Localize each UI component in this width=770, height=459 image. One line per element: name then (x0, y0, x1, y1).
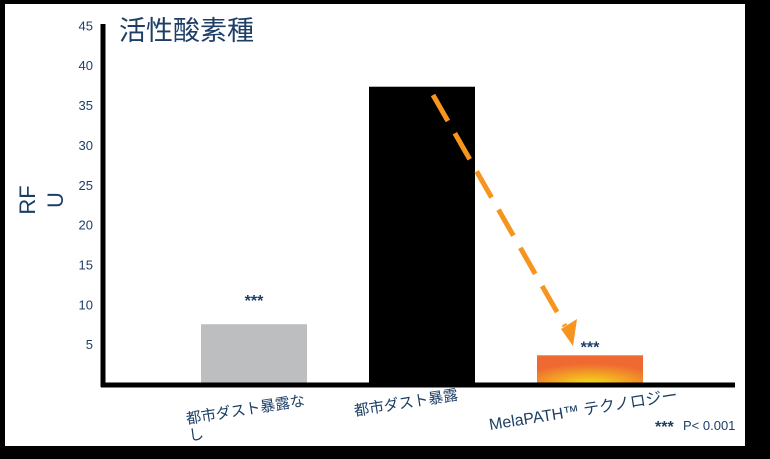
footnote: P< 0.001 (683, 418, 735, 433)
y-axis-label-line1: RF (15, 185, 40, 214)
y-tick-label: 45 (79, 18, 93, 33)
y-tick-label: 10 (79, 297, 93, 312)
x-tick-label-line: 都市ダスト暴露な (185, 392, 306, 428)
bar-chart: 活性酸素種 RF U 5 10 15 20 25 30 35 40 45 *** *** 都市ダス… (15, 16, 735, 445)
y-tick-label: 40 (79, 58, 93, 73)
footnote-marker: *** (655, 419, 674, 436)
y-tick-label: 20 (79, 218, 93, 233)
significance-label: *** (581, 339, 600, 356)
y-axis-label-line2: U (43, 192, 68, 208)
bar (201, 324, 307, 384)
x-tick-label-line: し (188, 426, 205, 445)
significance-label: *** (245, 293, 264, 310)
x-tick-label: 都市ダスト暴露 (353, 387, 459, 420)
chart-title: 活性酸素種 (119, 16, 254, 46)
y-tick-label: 35 (79, 98, 93, 113)
x-tick-label: MelaPATH™ テクノロジー (488, 386, 679, 434)
arrow-head (561, 319, 577, 346)
x-tick-label-line: 都市ダスト暴露 (353, 387, 459, 420)
x-tick-label-line: MelaPATH™ テクノロジー (488, 386, 679, 434)
y-tick-label: 5 (86, 337, 93, 352)
bar (537, 355, 643, 384)
bar (369, 86, 475, 385)
y-tick-label: 25 (79, 178, 93, 193)
y-tick-label: 15 (79, 257, 93, 272)
y-tick-label: 30 (79, 138, 93, 153)
chart-frame: 活性酸素種 RF U 5 10 15 20 25 30 35 40 45 *** *** 都市ダス… (5, 4, 745, 446)
arrow-shaft (430, 93, 568, 328)
